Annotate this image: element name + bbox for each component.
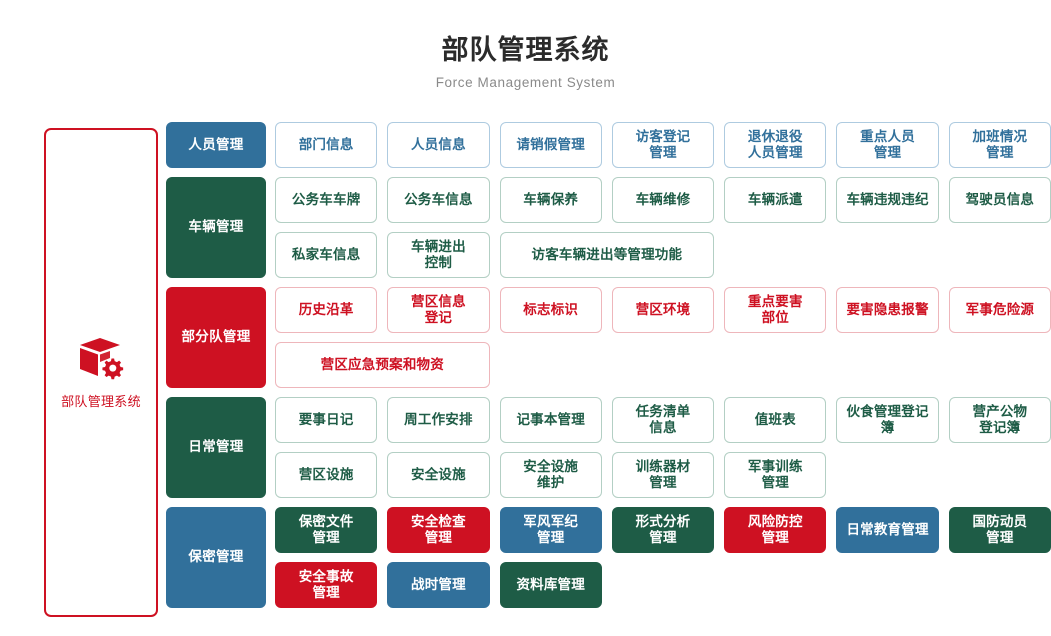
sidebar-brand-label: 部队管理系统	[61, 393, 141, 409]
module-button[interactable]: 访客登记管理	[611, 122, 715, 168]
module-button[interactable]: 记事本管理	[499, 397, 602, 443]
group-items: 保密文件管理安全检查管理军风军纪管理形式分析管理风险防控管理日常教育管理国防动员…	[275, 507, 1051, 608]
module-button[interactable]: 资料库管理	[499, 562, 602, 608]
group-label-1[interactable]: 车辆管理	[166, 177, 266, 278]
module-button[interactable]: 营区环境	[611, 287, 715, 333]
group-label-2[interactable]: 部分队管理	[166, 287, 266, 388]
module-button[interactable]: 退休退役人员管理	[724, 122, 827, 168]
module-button[interactable]: 形式分析管理	[611, 507, 715, 553]
module-group: 车辆管理公务车车牌公务车信息车辆保养车辆维修车辆派遣车辆违规违纪驾驶员信息私家车…	[166, 177, 1051, 278]
group-items: 公务车车牌公务车信息车辆保养车辆维修车辆派遣车辆违规违纪驾驶员信息私家车信息车辆…	[275, 177, 1051, 278]
module-button[interactable]: 营区信息登记	[387, 287, 490, 333]
module-button[interactable]: 车辆保养	[499, 177, 602, 223]
module-button[interactable]: 营区设施	[275, 452, 378, 498]
group-label-4[interactable]: 保密管理	[166, 507, 266, 608]
main-layout: 部队管理系统 人员管理部门信息人员信息请销假管理访客登记管理退休退役人员管理重点…	[0, 122, 1051, 617]
module-button[interactable]: 任务清单信息	[611, 397, 715, 443]
module-button[interactable]: 公务车信息	[387, 177, 490, 223]
module-button[interactable]: 日常教育管理	[836, 507, 939, 553]
module-button[interactable]: 营区应急预案和物资	[275, 342, 490, 388]
module-button[interactable]: 安全设施	[387, 452, 490, 498]
module-button[interactable]: 部门信息	[275, 122, 378, 168]
page-subtitle: Force Management System	[435, 75, 616, 91]
module-button[interactable]: 访客车辆进出等管理功能	[499, 232, 715, 278]
module-button[interactable]: 要事日记	[275, 397, 378, 443]
group-label-0[interactable]: 人员管理	[166, 122, 266, 168]
group-label-3[interactable]: 日常管理	[166, 397, 266, 498]
module-button[interactable]: 重点人员管理	[836, 122, 939, 168]
module-button[interactable]: 值班表	[724, 397, 827, 443]
module-button[interactable]: 标志标识	[499, 287, 602, 333]
module-button[interactable]: 历史沿革	[275, 287, 378, 333]
module-button[interactable]: 军风军纪管理	[499, 507, 602, 553]
sidebar-brand-panel[interactable]: 部队管理系统	[44, 128, 158, 617]
module-group: 部分队管理历史沿革营区信息登记标志标识营区环境重点要害部位要害隐患报警军事危险源…	[166, 287, 1051, 388]
module-button[interactable]: 安全检查管理	[387, 507, 490, 553]
module-button[interactable]: 国防动员管理	[948, 507, 1051, 553]
group-items: 要事日记周工作安排记事本管理任务清单信息值班表伙食管理登记簿营产公物登记簿营区设…	[275, 397, 1051, 498]
module-button[interactable]: 营产公物登记簿	[948, 397, 1051, 443]
module-button[interactable]: 训练器材管理	[611, 452, 715, 498]
module-button[interactable]: 私家车信息	[275, 232, 378, 278]
module-button[interactable]: 重点要害部位	[724, 287, 827, 333]
module-group: 日常管理要事日记周工作安排记事本管理任务清单信息值班表伙食管理登记簿营产公物登记…	[166, 397, 1051, 498]
module-button[interactable]: 加班情况管理	[948, 122, 1051, 168]
module-group: 保密管理保密文件管理安全检查管理军风军纪管理形式分析管理风险防控管理日常教育管理…	[166, 507, 1051, 608]
group-items: 历史沿革营区信息登记标志标识营区环境重点要害部位要害隐患报警军事危险源营区应急预…	[275, 287, 1051, 388]
cube-gear-icon	[80, 337, 124, 379]
module-button[interactable]: 战时管理	[387, 562, 490, 608]
module-button[interactable]: 伙食管理登记簿	[836, 397, 939, 443]
module-button[interactable]: 人员信息	[387, 122, 490, 168]
module-button[interactable]: 请销假管理	[499, 122, 602, 168]
module-button[interactable]: 车辆违规违纪	[836, 177, 939, 223]
module-button[interactable]: 安全设施维护	[499, 452, 602, 498]
module-button[interactable]: 公务车车牌	[275, 177, 378, 223]
module-button[interactable]: 要害隐患报警	[836, 287, 939, 333]
module-button[interactable]: 军事危险源	[948, 287, 1051, 333]
module-button[interactable]: 车辆维修	[611, 177, 715, 223]
page-title: 部队管理系统	[441, 35, 610, 65]
module-button[interactable]: 车辆派遣	[724, 177, 827, 223]
module-groups: 人员管理部门信息人员信息请销假管理访客登记管理退休退役人员管理重点人员管理加班情…	[166, 122, 1051, 617]
module-button[interactable]: 周工作安排	[387, 397, 490, 443]
module-button[interactable]: 军事训练管理	[724, 452, 827, 498]
group-items: 部门信息人员信息请销假管理访客登记管理退休退役人员管理重点人员管理加班情况管理	[275, 122, 1051, 168]
module-group: 人员管理部门信息人员信息请销假管理访客登记管理退休退役人员管理重点人员管理加班情…	[166, 122, 1051, 168]
module-button[interactable]: 车辆进出控制	[387, 232, 490, 278]
module-button[interactable]: 风险防控管理	[724, 507, 827, 553]
page-header: 部队管理系统 Force Management System	[0, 0, 1051, 90]
module-button[interactable]: 驾驶员信息	[948, 177, 1051, 223]
module-button[interactable]: 保密文件管理	[275, 507, 378, 553]
module-button[interactable]: 安全事故管理	[275, 562, 378, 608]
